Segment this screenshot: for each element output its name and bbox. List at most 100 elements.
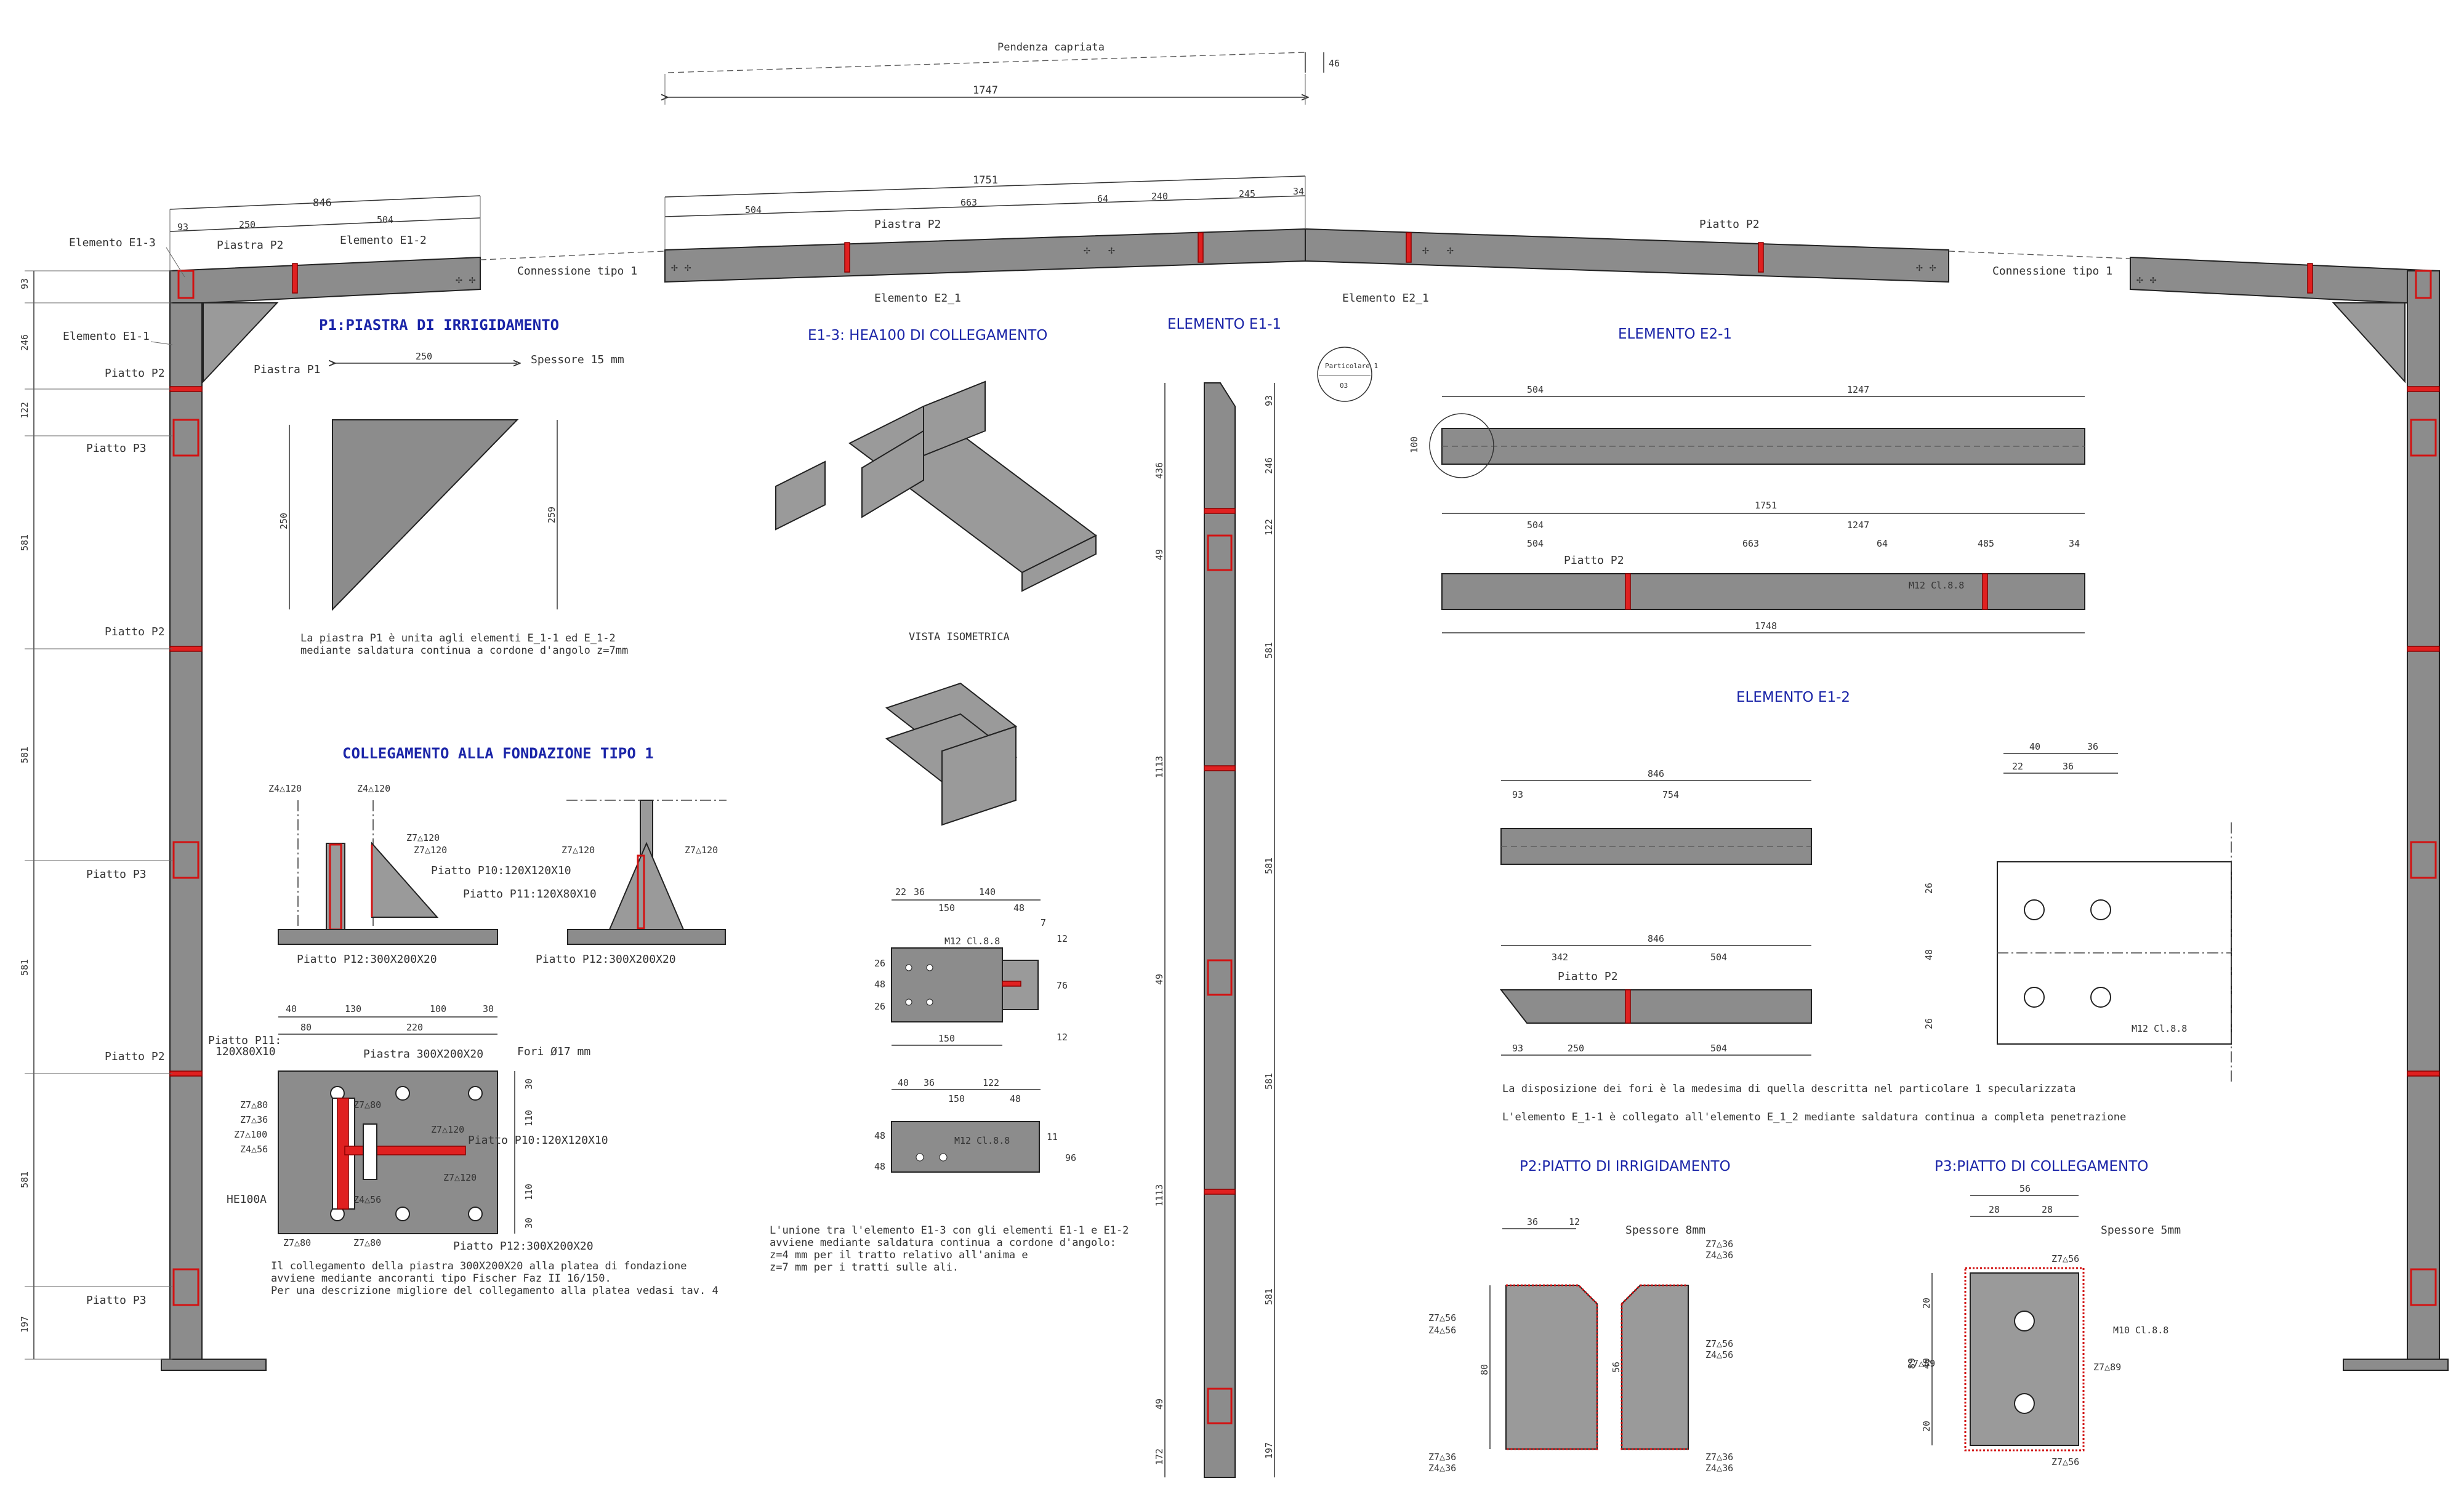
svg-text:✢ ✢: ✢ ✢	[456, 273, 476, 286]
label-e13: Elemento E1-3	[69, 236, 156, 249]
e12-detail: ELEMENTO E1-2 846 93 754 846 342 504 Pia…	[1499, 689, 2126, 1123]
e21-d1-1: 1247	[1847, 384, 1869, 395]
e11-r4: 581	[1263, 857, 1274, 874]
e21-d3-2: 64	[1877, 538, 1888, 549]
tm-d: 240	[1151, 191, 1168, 202]
e12-d2-1: 342	[1552, 952, 1568, 963]
tm-b: 663	[960, 197, 977, 208]
p2-w4: Z7△56	[1428, 1312, 1456, 1323]
fond-p11: Piatto P11:120X80X10	[463, 888, 597, 901]
tl-total: 846	[313, 197, 332, 209]
label-piatto-p3-3: Piatto P3	[86, 1294, 147, 1307]
fond-w6: Z7△120	[685, 845, 718, 856]
right-base-plate	[2343, 1359, 2449, 1371]
fond-d2: 100	[430, 1003, 446, 1014]
fond-wh: Z7△120	[443, 1172, 477, 1183]
portal-frame: ✢ ✢ ✢ ✢ ✢ ✢ ✢ ✢ ✢ ✢ ✢ ✢	[161, 228, 2449, 1371]
p2-d1: 12	[1569, 1216, 1580, 1227]
p3-h1: 20	[1921, 1298, 1932, 1309]
e13-bolt2: M12 Cl.8.8	[954, 1135, 1010, 1146]
e13-r1: 76	[1057, 980, 1068, 991]
p3-d1: 28	[1989, 1204, 2000, 1215]
lcdim-5: 581	[19, 959, 30, 976]
fond-p12c: Piatto P12:300X200X20	[453, 1240, 594, 1253]
fond-wa: Z7△80	[240, 1099, 268, 1110]
fond-note1: Il collegamento della piastra 300X200X20…	[271, 1260, 687, 1272]
fond-title: COLLEGAMENTO ALLA FONDAZIONE TIPO 1	[342, 745, 654, 762]
e13-note2: avviene mediante saldatura continua a co…	[770, 1237, 1116, 1249]
p1-note1: La piastra P1 è unita agli elementi E_1-…	[300, 632, 616, 645]
d1-l1: 48	[1923, 949, 1935, 960]
fond-fori: Fori Ø17 mm	[517, 1045, 590, 1058]
e11-r7: 197	[1263, 1442, 1274, 1459]
p2-right-plate	[1621, 1285, 1689, 1450]
e12-title: ELEMENTO E1-2	[1736, 689, 1850, 705]
label-piastra-p2-a: Piastra P2	[217, 239, 283, 252]
e11-detail: ELEMENTO E1-1 436 49 1113 49 1113 49 172…	[1154, 316, 1378, 1478]
fond-wf: Z7△120	[431, 1124, 464, 1135]
middle-rafter-left	[664, 228, 1306, 283]
svg-text:✢: ✢	[1447, 244, 1454, 257]
p2-w7: Z4△56	[1705, 1349, 1733, 1360]
e12-d1-0: 846	[1648, 768, 1664, 779]
tl-b: 250	[239, 219, 256, 230]
tm-f: 34	[1293, 186, 1304, 197]
p2-w9: Z4△36	[1428, 1463, 1456, 1474]
p2-w11: Z4△36	[1705, 1463, 1733, 1474]
e11-member	[1204, 382, 1236, 1478]
slope-rise: 46	[1329, 58, 1340, 69]
fond-piastra: Piastra 300X200X20	[363, 1048, 483, 1061]
lcdim-4: 581	[19, 747, 30, 763]
e11-r3: 581	[1263, 642, 1274, 659]
label-e21a: Elemento E2_1	[874, 292, 961, 305]
svg-text:✢ ✢: ✢ ✢	[671, 261, 691, 274]
p2-w5: Z4△56	[1428, 1325, 1456, 1336]
e21-bolt: M12 Cl.8.8	[1909, 580, 1964, 591]
fond-wb: Z7△80	[353, 1099, 381, 1110]
e12-d3-0: 93	[1512, 1043, 1523, 1054]
p3-h0: 89	[1906, 1358, 1917, 1369]
p1-detail: P1:PIASTRA DI IRRIGIDAMENTO 250 Spessore…	[278, 316, 628, 657]
e11-r2: 122	[1263, 519, 1274, 536]
p3-h2: 49	[1921, 1358, 1932, 1369]
e13-bolt: M12 Cl.8.8	[944, 936, 1000, 947]
fond-wg: Piatto P10:120X120X10	[468, 1134, 608, 1147]
e13-s0: 26	[874, 958, 885, 969]
e21-total: 1751	[1755, 500, 1777, 511]
p3-h3: 20	[1921, 1421, 1932, 1432]
label-piastra-p2-m: Piastra P2	[874, 218, 941, 231]
e11-r5: 581	[1263, 1073, 1274, 1090]
fond-wi: Z4△56	[353, 1194, 381, 1205]
svg-text:✢ ✢: ✢ ✢	[1916, 261, 1936, 274]
fond-p11lbl2: 120X80X10	[215, 1045, 276, 1058]
fond-s3: 30	[523, 1218, 534, 1229]
e13-b0: 150	[938, 1033, 955, 1044]
e21-title: ELEMENTO E2-1	[1618, 326, 1732, 342]
p3-w0: Z7△56	[2051, 1253, 2079, 1264]
label-piatto-p2-1: Piatto P2	[105, 367, 165, 380]
e12-d2-0: 846	[1648, 933, 1664, 944]
fond-p12b: Piatto P12:300X200X20	[536, 953, 676, 966]
e13-v1: 48	[874, 1161, 885, 1172]
e13-w1: 96	[1065, 1152, 1076, 1163]
d1-l2: 26	[1923, 1018, 1935, 1029]
e13-note3: z=4 mm per il tratto relativo all'anima …	[770, 1249, 1028, 1261]
label-conn2: Connessione tipo 1	[1992, 265, 2112, 278]
fond-we: Z4△56	[240, 1144, 268, 1155]
fond-d5: 220	[406, 1022, 423, 1033]
e13-t0: 22	[895, 886, 906, 898]
p2-title: P2:PIATTO DI IRRIGIDAMENTO	[1520, 1159, 1731, 1175]
e13-t3: 140	[979, 886, 996, 898]
label-e12: Elemento E1-2	[340, 234, 427, 247]
e12-d2-2: 504	[1710, 952, 1727, 963]
connection-line-left	[480, 251, 666, 260]
e11-l2: 1113	[1154, 756, 1165, 778]
e13-r2: 12	[1057, 1032, 1068, 1043]
d1-top1: 36	[2087, 741, 2098, 752]
p3-plate	[1970, 1272, 2079, 1446]
e13-iso: VISTA ISOMETRICA	[909, 631, 1010, 643]
detail-number: 03	[1340, 382, 1348, 390]
e11-l1: 49	[1154, 549, 1165, 560]
e12-note2: L'elemento E_1-1 è collegato all'element…	[1502, 1111, 2126, 1123]
